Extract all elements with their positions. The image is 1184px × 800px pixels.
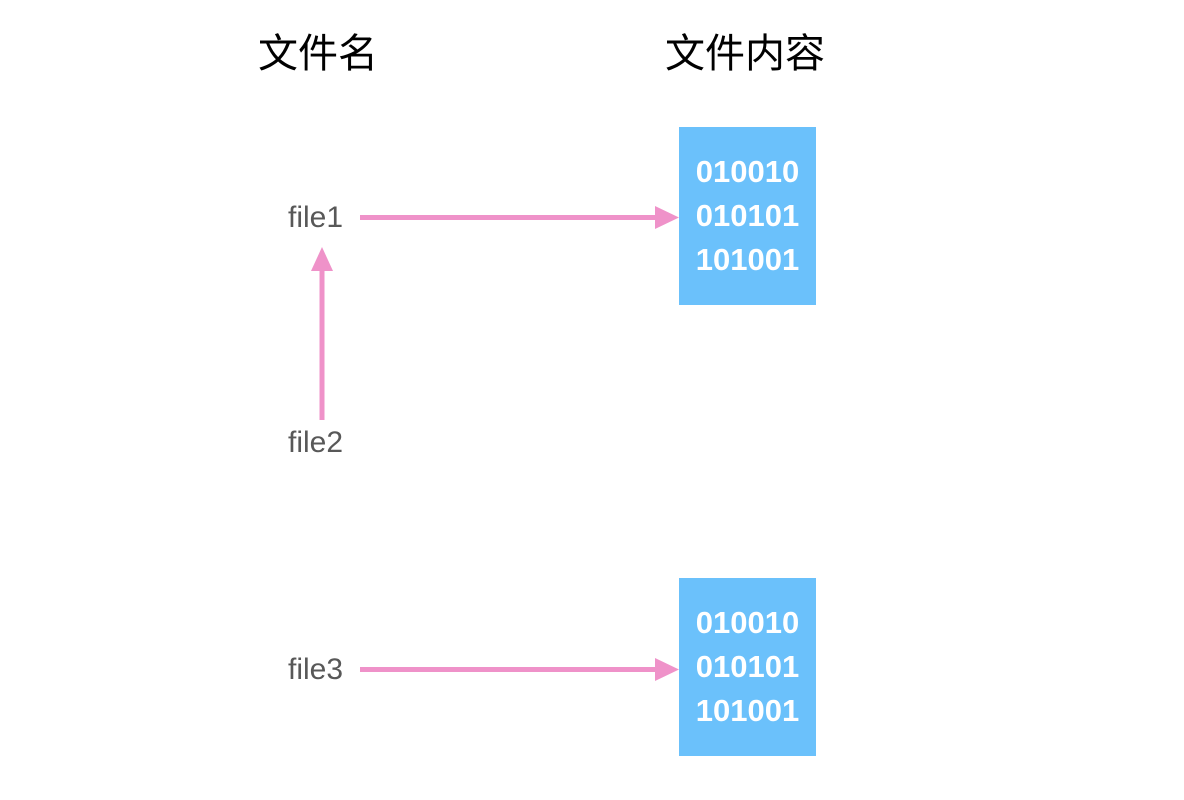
content-block-2: 010010 010101 101001	[679, 578, 816, 756]
bits-line: 010101	[695, 649, 800, 684]
file-label-file2: file2	[288, 426, 344, 459]
column-heading-filecontent: 文件内容	[665, 31, 825, 77]
arrow-head	[655, 658, 679, 681]
bits-line: 101001	[695, 242, 800, 277]
arrow-file2-to-file1	[311, 247, 333, 420]
bits-line: 010010	[695, 154, 800, 189]
bits-line: 010101	[695, 198, 800, 233]
arrow-file1-to-block1	[360, 206, 679, 229]
bits-line: 010010	[695, 605, 800, 640]
bits-line: 101001	[695, 693, 800, 728]
arrow-head	[311, 247, 333, 271]
column-heading-filename: 文件名	[258, 31, 378, 77]
file-label-file3: file3	[288, 653, 344, 686]
arrow-head	[655, 206, 679, 229]
file-label-file1: file1	[288, 201, 344, 234]
content-block-1: 010010 010101 101001	[679, 127, 816, 305]
arrow-file3-to-block2	[360, 658, 679, 681]
